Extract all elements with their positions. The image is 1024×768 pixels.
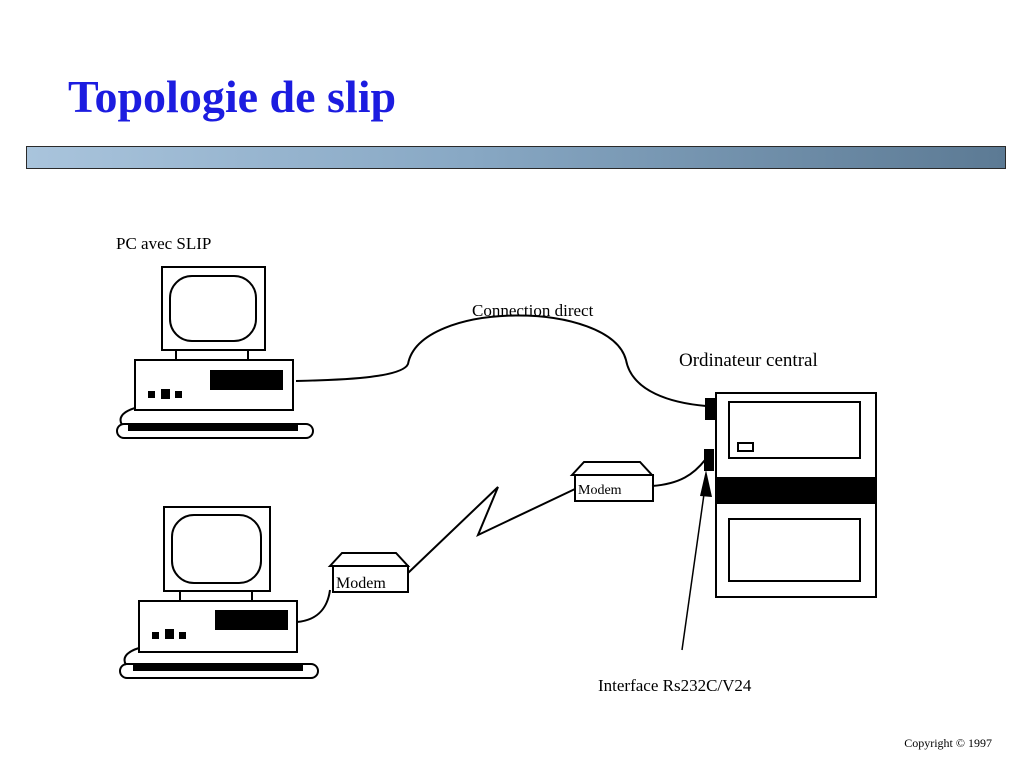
title-divider-bar [26,146,1006,169]
interface-pointer-line [681,479,707,651]
modem-to-host-cable [651,459,706,487]
host-label: Ordinateur central [679,350,818,371]
modem-right-icon [569,461,655,502]
central-computer-icon [715,392,877,598]
serial-port-bottom [704,449,714,471]
interface-pointer-arrowhead [700,470,712,497]
direct-link-label: Connection direct [472,301,594,320]
telephone-line-link [407,486,576,574]
copyright-notice: Copyright © 1997 [904,736,992,750]
direct-connection-cable [295,314,707,407]
modem-right-label: Modem [578,483,622,498]
serial-port-top [705,398,716,420]
interface-label: Interface Rs232C/V24 [598,676,752,695]
modem-left-label: Modem [336,575,386,592]
slide-title: Topologie de slip [68,71,397,122]
modem-left-icon [327,552,411,593]
pc-bottom-icon [119,506,319,679]
pc-top-icon [116,266,314,439]
pc-to-modem-cable [296,589,331,623]
pc-label: PC avec SLIP [116,234,212,253]
